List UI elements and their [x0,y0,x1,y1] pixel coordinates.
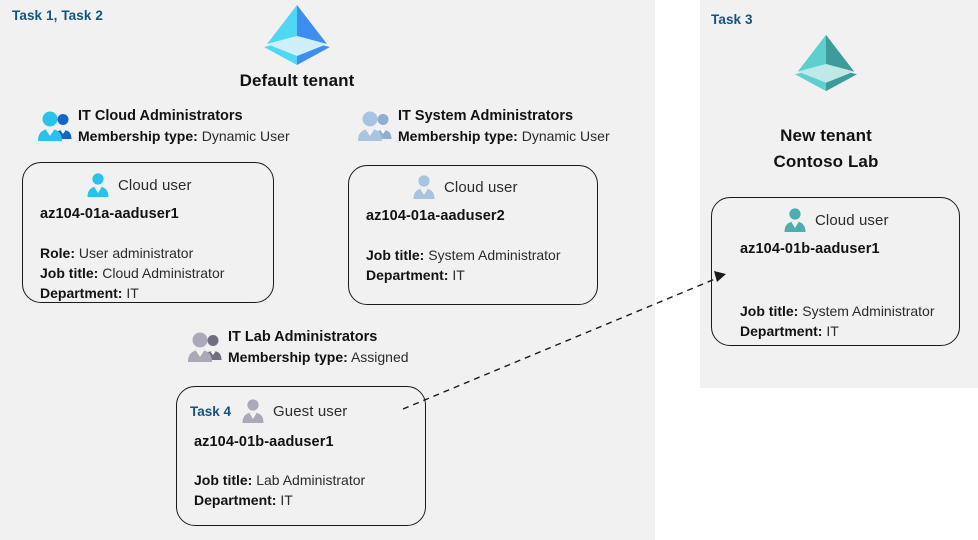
card-role-text: Cloud user [815,211,889,229]
card-prop-row: Job title: System Administrator [366,245,561,265]
task-label-right: Task 3 [711,12,753,27]
card-username: az104-01a-aaduser1 [40,206,179,222]
group-users-icon [36,110,76,142]
group-meta-label: Membership type: [78,128,198,144]
card-prop-row: Department: IT [366,265,561,285]
group-meta: Membership type: Assigned [228,347,409,368]
card-prop-label: Department: [740,323,823,339]
card-prop-value: IT [452,267,465,283]
default-tenant-panel [0,0,655,540]
card-prop-value: Cloud Administrator [102,265,225,281]
cloud-user-icon [782,207,808,233]
group-meta-value: Dynamic User [521,128,610,144]
group-meta-label: Membership type: [228,349,348,365]
card-prop-value: Lab Administrator [256,472,366,488]
card-username: az104-01a-aaduser2 [366,208,505,224]
card-task-tag: Task 4 [190,403,232,419]
card-props: Job title: System Administrator Departme… [366,245,561,285]
card-prop-row: Department: IT [194,490,365,510]
card-head: Cloud user [782,207,889,233]
card-prop-row: Job title: Lab Administrator [194,470,365,490]
card-prop-value: IT [126,285,139,301]
card-prop-label: Department: [366,267,449,283]
user-card-aaduser1b-guest[interactable]: Task 4 Guest user az104-01b-aaduser1 Job… [176,386,426,526]
card-role-text: Cloud user [444,178,518,196]
group-users-icon [186,331,226,363]
guest-user-icon [240,398,266,424]
group-meta: Membership type: Dynamic User [78,126,290,147]
default-tenant-caption: Default tenant [239,71,355,90]
card-prop-value: System Administrator [802,303,935,319]
card-prop-row: Role: User administrator [40,243,224,263]
card-prop-label: Job title: [740,303,799,319]
group-meta: Membership type: Dynamic User [398,126,610,147]
card-props: Job title: Lab Administrator Department:… [194,470,365,510]
card-role-text: Guest user [273,402,348,420]
card-prop-label: Department: [194,492,277,508]
tenant-pyramid-icon-new [790,32,862,94]
card-head: Task 4 Guest user [190,398,347,424]
card-prop-label: Department: [40,285,123,301]
user-card-aaduser1-cloud[interactable]: Cloud user az104-01a-aaduser1 Role: User… [22,162,274,303]
user-card-aaduser1b-cloud[interactable]: Cloud user az104-01b-aaduser1 Job title:… [711,197,960,346]
cloud-user-icon [411,174,437,200]
group-meta-value: Dynamic User [201,128,290,144]
group-text: IT System Administrators Membership type… [398,106,610,147]
card-prop-row: Job title: System Administrator [740,301,935,321]
card-prop-label: Job title: [194,472,253,488]
card-head: Cloud user [411,174,518,200]
card-username: az104-01b-aaduser1 [194,434,334,450]
card-prop-row: Department: IT [40,283,224,303]
group-users-icon [356,110,396,142]
card-role-text: Cloud user [118,176,192,194]
card-prop-label: Job title: [366,247,425,263]
group-name: IT System Administrators [398,108,574,124]
card-props: Job title: System Administrator Departme… [740,301,935,341]
card-prop-row: Job title: Cloud Administrator [40,263,224,283]
card-prop-row: Department: IT [740,321,935,341]
card-prop-value: System Administrator [428,247,561,263]
card-prop-label: Role: [40,245,75,261]
card-prop-value: IT [826,323,839,339]
card-prop-label: Job title: [40,265,99,281]
group-meta-value: Assigned [350,349,409,365]
cloud-user-icon [85,172,111,198]
task-label-left: Task 1, Task 2 [12,8,103,23]
group-name: IT Cloud Administrators [78,108,243,124]
group-text: IT Cloud Administrators Membership type:… [78,106,290,147]
card-head: Cloud user [85,172,192,198]
card-prop-value: User administrator [78,245,194,261]
group-meta-label: Membership type: [398,128,518,144]
card-prop-value: IT [280,492,293,508]
group-name: IT Lab Administrators [228,329,378,345]
card-username: az104-01b-aaduser1 [740,241,880,257]
tenant-pyramid-icon-default [259,2,335,68]
new-tenant-caption-line2: Contoso Lab [773,152,879,171]
group-text: IT Lab Administrators Membership type: A… [228,327,409,368]
card-props: Role: User administrator Job title: Clou… [40,243,224,303]
new-tenant-caption-line1: New tenant [780,126,872,145]
user-card-aaduser2-cloud[interactable]: Cloud user az104-01a-aaduser2 Job title:… [348,165,598,305]
